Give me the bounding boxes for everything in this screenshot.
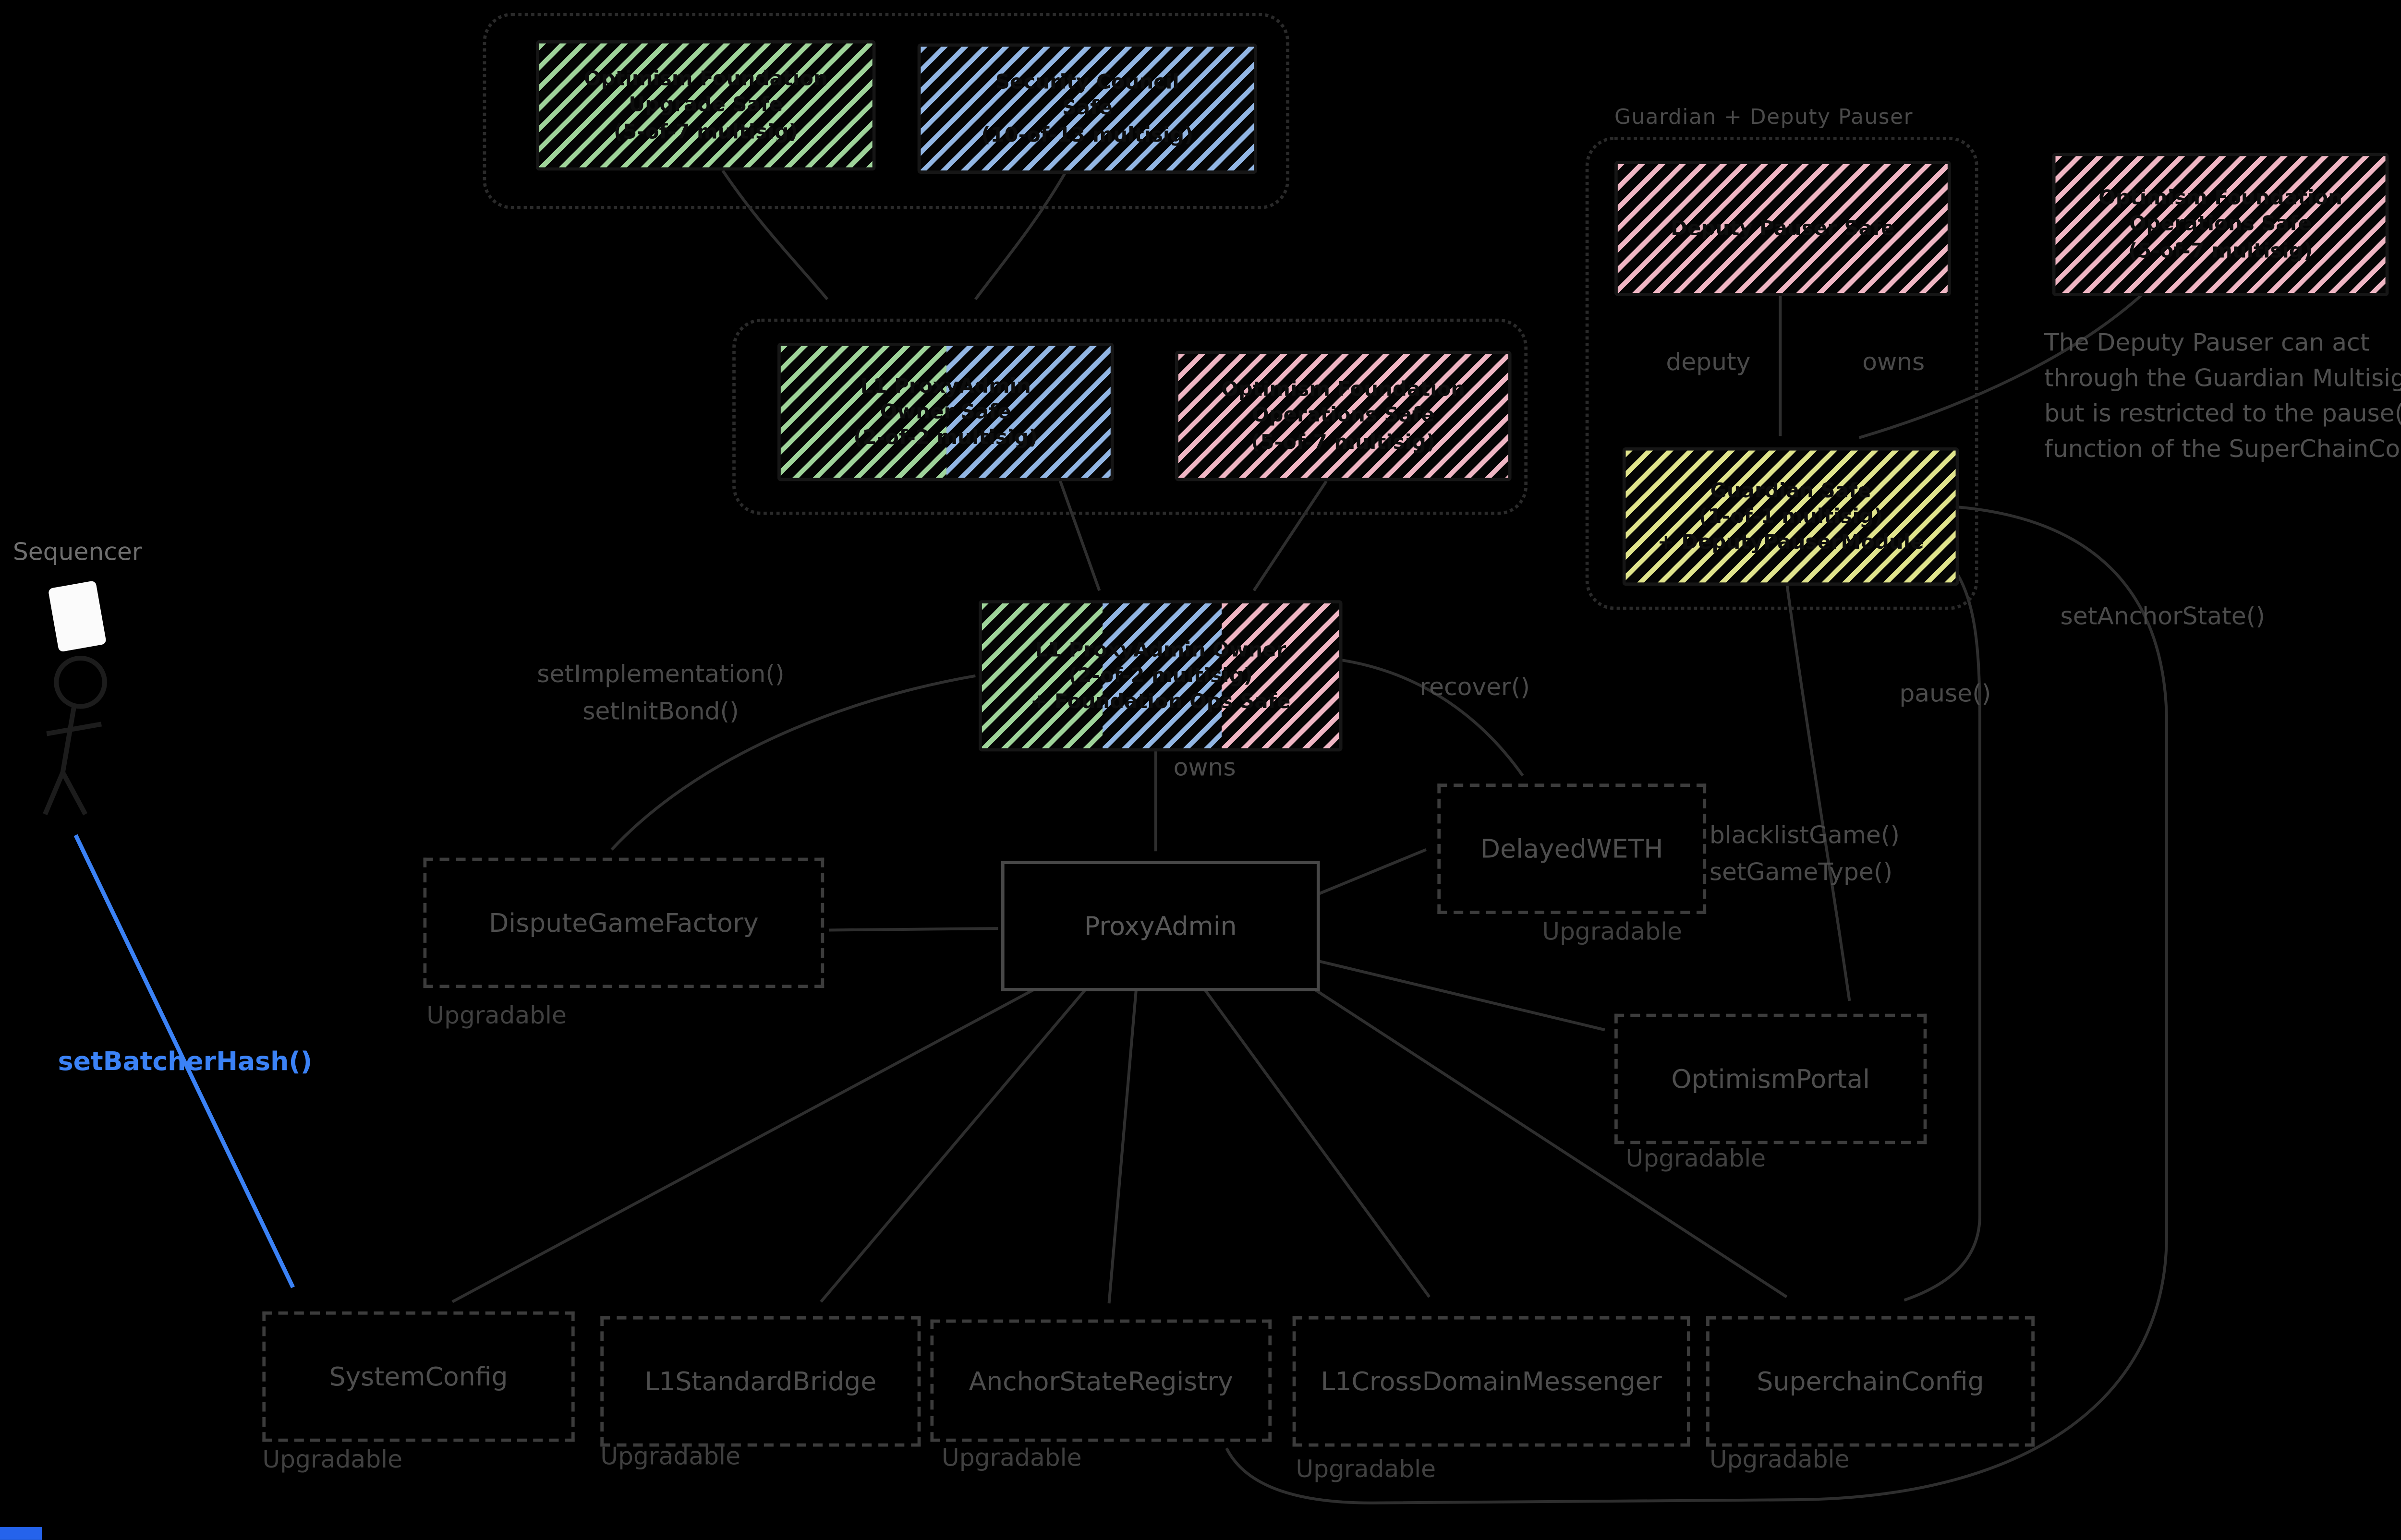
upgradable-label-l1crossdomainmessenger: Upgradable <box>1296 1455 1436 1484</box>
contract-optimism-portal-label: OptimismPortal <box>1671 1063 1870 1095</box>
edge-label-setimplementation: setImplementation() setInitBond() <box>537 660 785 725</box>
edge-label-blacklist: blacklistGame() setGameType() <box>1709 820 1900 886</box>
l1pao-blue-half <box>946 346 1111 478</box>
contract-superchain-config: SuperchainConfig <box>1706 1316 2035 1447</box>
contract-l1-standard-bridge: L1StandardBridge <box>600 1316 921 1447</box>
arrow-proxyadmin-to-systemconfig <box>451 985 1041 1303</box>
upgradable-label-systemconfig: Upgradable <box>262 1445 403 1474</box>
arrow-proxyadmin-to-optimismportal <box>1316 959 1605 1032</box>
upgradable-label-superchainconfig: Upgradable <box>1709 1445 1850 1474</box>
node-combined-owner: L1 ProxyAdmin Owner (2-of-2 multisig) + … <box>979 600 1343 752</box>
node-deputy-pauser: Deputy Pauser Safe <box>1614 161 1951 296</box>
guardian-group <box>1585 136 1978 610</box>
top-multisig-group <box>483 12 1289 209</box>
owner-multisig-group <box>732 318 1528 515</box>
edge-label-owns-proxy: owns <box>1173 753 1236 782</box>
node-guardian-safe-label: Guardian Safe (1-of-1 multisig) + Deputy… <box>1657 477 1924 554</box>
arrow-setbatcherhash-to-sequencer <box>73 834 295 1288</box>
node-guardian-owner-safe-label: Optimism Foundation Operations Safe (5-o… <box>2098 185 2342 262</box>
contract-delayed-weth: DelayedWETH <box>1437 783 1707 914</box>
node-foundation-upgrade-safe-label: Optimism Foundation Upgrade Safe (5-of-7… <box>583 66 828 143</box>
node-combined-owner-label: L1 ProxyAdmin Owner (2-of-2 multisig) + … <box>1031 637 1291 713</box>
combined-blue-third <box>1103 603 1222 748</box>
arrow-proxyadmin-to-l1standardbridge <box>820 985 1090 1303</box>
node-foundation-upgrade-safe: Optimism Foundation Upgrade Safe (5-of-7… <box>536 40 876 171</box>
edge-label-recover: recover() <box>1419 673 1530 702</box>
node-security-council-safe-label: Security Council Safe (10-of-13 multisig… <box>981 69 1194 146</box>
upgradable-label-dgf: Upgradable <box>426 1000 567 1030</box>
node-guardian-owner-safe: Optimism Foundation Operations Safe (5-o… <box>2052 153 2389 296</box>
contract-system-config-label: SystemConfig <box>329 1361 508 1392</box>
upgradable-label-l1standardbridge: Upgradable <box>600 1442 740 1471</box>
contract-anchor-state-registry-label: AnchorStateRegistry <box>969 1365 1234 1396</box>
upgradable-label-anchorstateregistry: Upgradable <box>941 1443 1082 1473</box>
contract-proxy-admin: ProxyAdmin <box>1001 861 1320 991</box>
arrow-setimplementation-to-dgf <box>610 674 976 851</box>
edge-label-setanchorstate: setAnchorState() <box>2060 602 2265 631</box>
edge-label-owns-guardian: owns <box>1862 348 1925 377</box>
combined-pink-third <box>1221 603 1339 748</box>
sequencer-label: Sequencer <box>12 537 142 566</box>
contract-dispute-game-factory: DisputeGameFactory <box>423 857 825 988</box>
upgradable-label-optimismportal: Upgradable <box>1625 1144 1766 1173</box>
arrow-proxyadmin-to-dgf <box>829 927 998 932</box>
arrow-proxyadmin-to-superchainconfig <box>1286 971 1788 1299</box>
contract-superchain-config-label: SuperchainConfig <box>1757 1366 1984 1397</box>
contract-system-config: SystemConfig <box>262 1311 575 1442</box>
contract-anchor-state-registry: AnchorStateRegistry <box>930 1319 1272 1442</box>
edge-label-deputy: deputy <box>1666 348 1751 377</box>
node-security-council-safe: Security Council Safe (10-of-13 multisig… <box>917 43 1257 174</box>
arrow-guardian-blacklist-to-portal <box>1785 582 1851 1001</box>
arrow-security-council-to-l1pao <box>974 171 1067 301</box>
arrow-proxyadmin-to-anchorstateregistry <box>1107 986 1138 1304</box>
arrow-recover-to-delayedweth <box>1339 658 1524 777</box>
contract-l1-standard-bridge-label: L1StandardBridge <box>644 1366 877 1397</box>
arrow-guardian-setanchorstate-to-asr <box>1225 505 2168 1504</box>
contract-proxy-admin-label: ProxyAdmin <box>1084 911 1237 941</box>
edge-label-setbatcherhash: setBatcherHash() <box>58 1046 313 1077</box>
l1pao-green-half <box>780 346 946 478</box>
node-l1-proxyadmin-owner-label: L1 ProxyAdmin Owner Safe (2-of-2 multisi… <box>853 373 1038 449</box>
upgradable-label-delayedweth: Upgradable <box>1542 917 1682 946</box>
arrow-foundation-ops-to-combined <box>1252 480 1328 591</box>
edge-label-pause: pause() <box>1899 679 1991 708</box>
bottom-left-blue-artifact <box>0 1527 42 1540</box>
contract-optimism-portal: OptimismPortal <box>1614 1013 1927 1144</box>
node-guardian-safe: Guardian Safe (1-of-1 multisig) + Deputy… <box>1622 447 1959 586</box>
node-foundation-operations-safe: Optimism Foundation Operations Safe (5-o… <box>1175 350 1512 481</box>
arrow-owner-to-guardian <box>1858 291 2145 439</box>
arrow-proxyadmin-to-delayedweth <box>1316 848 1427 896</box>
contract-l1-cross-domain-messenger: L1CrossDomainMessenger <box>1292 1316 1690 1447</box>
contract-l1-cross-domain-messenger-label: L1CrossDomainMessenger <box>1321 1366 1662 1397</box>
contract-delayed-weth-label: DelayedWETH <box>1480 833 1663 865</box>
contract-dispute-game-factory-label: DisputeGameFactory <box>489 907 759 938</box>
node-l1-proxyadmin-owner: L1 ProxyAdmin Owner Safe (2-of-2 multisi… <box>777 342 1114 481</box>
sequencer-figure <box>43 655 107 816</box>
node-deputy-pauser-label: Deputy Pauser Safe <box>1671 215 1895 240</box>
combined-green-third <box>982 603 1103 748</box>
arrow-upgrade-safe-to-l1pao <box>721 169 829 301</box>
deputy-pauser-note: The Deputy Pauser can act through the Gu… <box>2044 328 2401 464</box>
arrow-l1pao-to-combined <box>1057 477 1101 591</box>
guardian-group-label: Guardian + Deputy Pauser <box>1614 106 1914 131</box>
node-foundation-operations-safe-label: Optimism Foundation Operations Safe (5-o… <box>1221 376 1466 454</box>
arrow-proxyadmin-to-l1crossdomainmessenger <box>1201 985 1431 1298</box>
